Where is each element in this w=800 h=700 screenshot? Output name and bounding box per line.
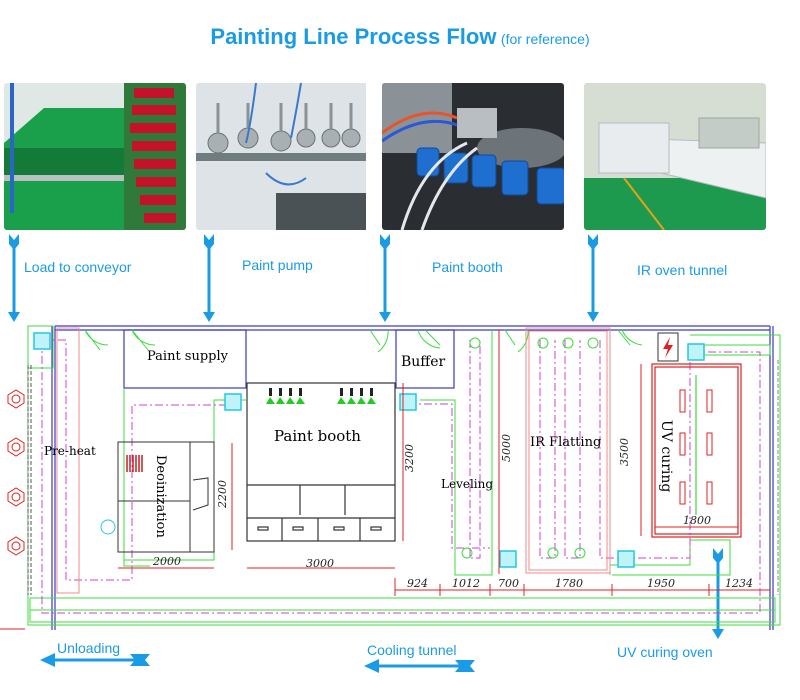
dim-seg-5: 1950 xyxy=(647,577,675,590)
caption-uv-curing-oven: UV curing oven xyxy=(617,644,713,660)
dim-seg-6: 1234 xyxy=(725,577,753,590)
dim-uv-height: 3500 xyxy=(618,438,631,466)
title-main: Painting Line Process Flow xyxy=(210,24,497,49)
label-uv-curing: UV curing xyxy=(658,420,674,492)
dim-deion-height: 2200 xyxy=(216,480,229,509)
caption-ir-oven-tunnel: IR oven tunnel xyxy=(637,262,728,278)
label-leveling: Leveling xyxy=(441,477,493,491)
deionization-unit xyxy=(100,441,215,553)
dim-seg-3: 700 xyxy=(498,577,519,590)
title-subtitle: (for reference) xyxy=(500,31,590,47)
node-ir-in xyxy=(499,550,517,568)
caption-cooling-tunnel: Cooling tunnel xyxy=(367,642,457,658)
dim-uv-width: 1800 xyxy=(683,514,711,527)
photo-ir-oven xyxy=(584,83,766,230)
caption-unloading: Unloading xyxy=(57,640,121,656)
arrow-left-cooling xyxy=(364,659,475,673)
dim-deion-width: 2000 xyxy=(152,555,181,568)
dim-seg-2: 1012 xyxy=(452,577,480,590)
label-buffer: Buffer xyxy=(401,354,446,370)
node-uv-in xyxy=(617,550,635,568)
photo-paint-pump xyxy=(196,83,378,230)
fan-icons xyxy=(7,389,25,556)
dim-seg-1: 924 xyxy=(407,577,428,590)
node-booth-out xyxy=(399,393,417,411)
spray-guns xyxy=(266,388,376,404)
label-paint-booth: Paint booth xyxy=(274,427,361,445)
node-load xyxy=(33,332,51,350)
page-title: Painting Line Process Flow (for referenc… xyxy=(0,24,800,50)
dim-seg-4: 1780 xyxy=(555,577,583,590)
dim-ir-height: 5000 xyxy=(500,434,513,462)
dim-booth-width: 3000 xyxy=(306,557,334,570)
caption-paint-booth: Paint booth xyxy=(432,259,503,275)
label-deionization: Deoinization xyxy=(153,455,168,538)
arrow-down-ir xyxy=(587,234,599,322)
arrow-left-unloading xyxy=(40,653,150,667)
photo-load-conveyor xyxy=(4,83,186,230)
arrow-down-pump xyxy=(203,234,215,322)
photo-paint-booth xyxy=(382,83,564,230)
electrical-hazard-icon xyxy=(657,332,679,362)
label-paint-supply: Paint supply xyxy=(147,349,229,364)
node-uv-out xyxy=(687,343,705,361)
label-ir-flatting: IR Flatting xyxy=(530,435,601,450)
uv-curing-unit xyxy=(651,363,742,538)
label-pre-heat: Pre-heat xyxy=(44,444,96,458)
arrow-down-conveyor xyxy=(8,234,20,322)
dim-booth-height: 3200 xyxy=(403,444,416,472)
caption-paint-pump: Paint pump xyxy=(242,257,313,273)
arrow-down-uv-oven xyxy=(712,548,724,639)
arrow-down-booth xyxy=(379,234,391,322)
node-booth-in xyxy=(224,393,242,411)
paint-booth-unit xyxy=(246,382,396,542)
caption-load-to-conveyor: Load to conveyor xyxy=(24,259,132,275)
